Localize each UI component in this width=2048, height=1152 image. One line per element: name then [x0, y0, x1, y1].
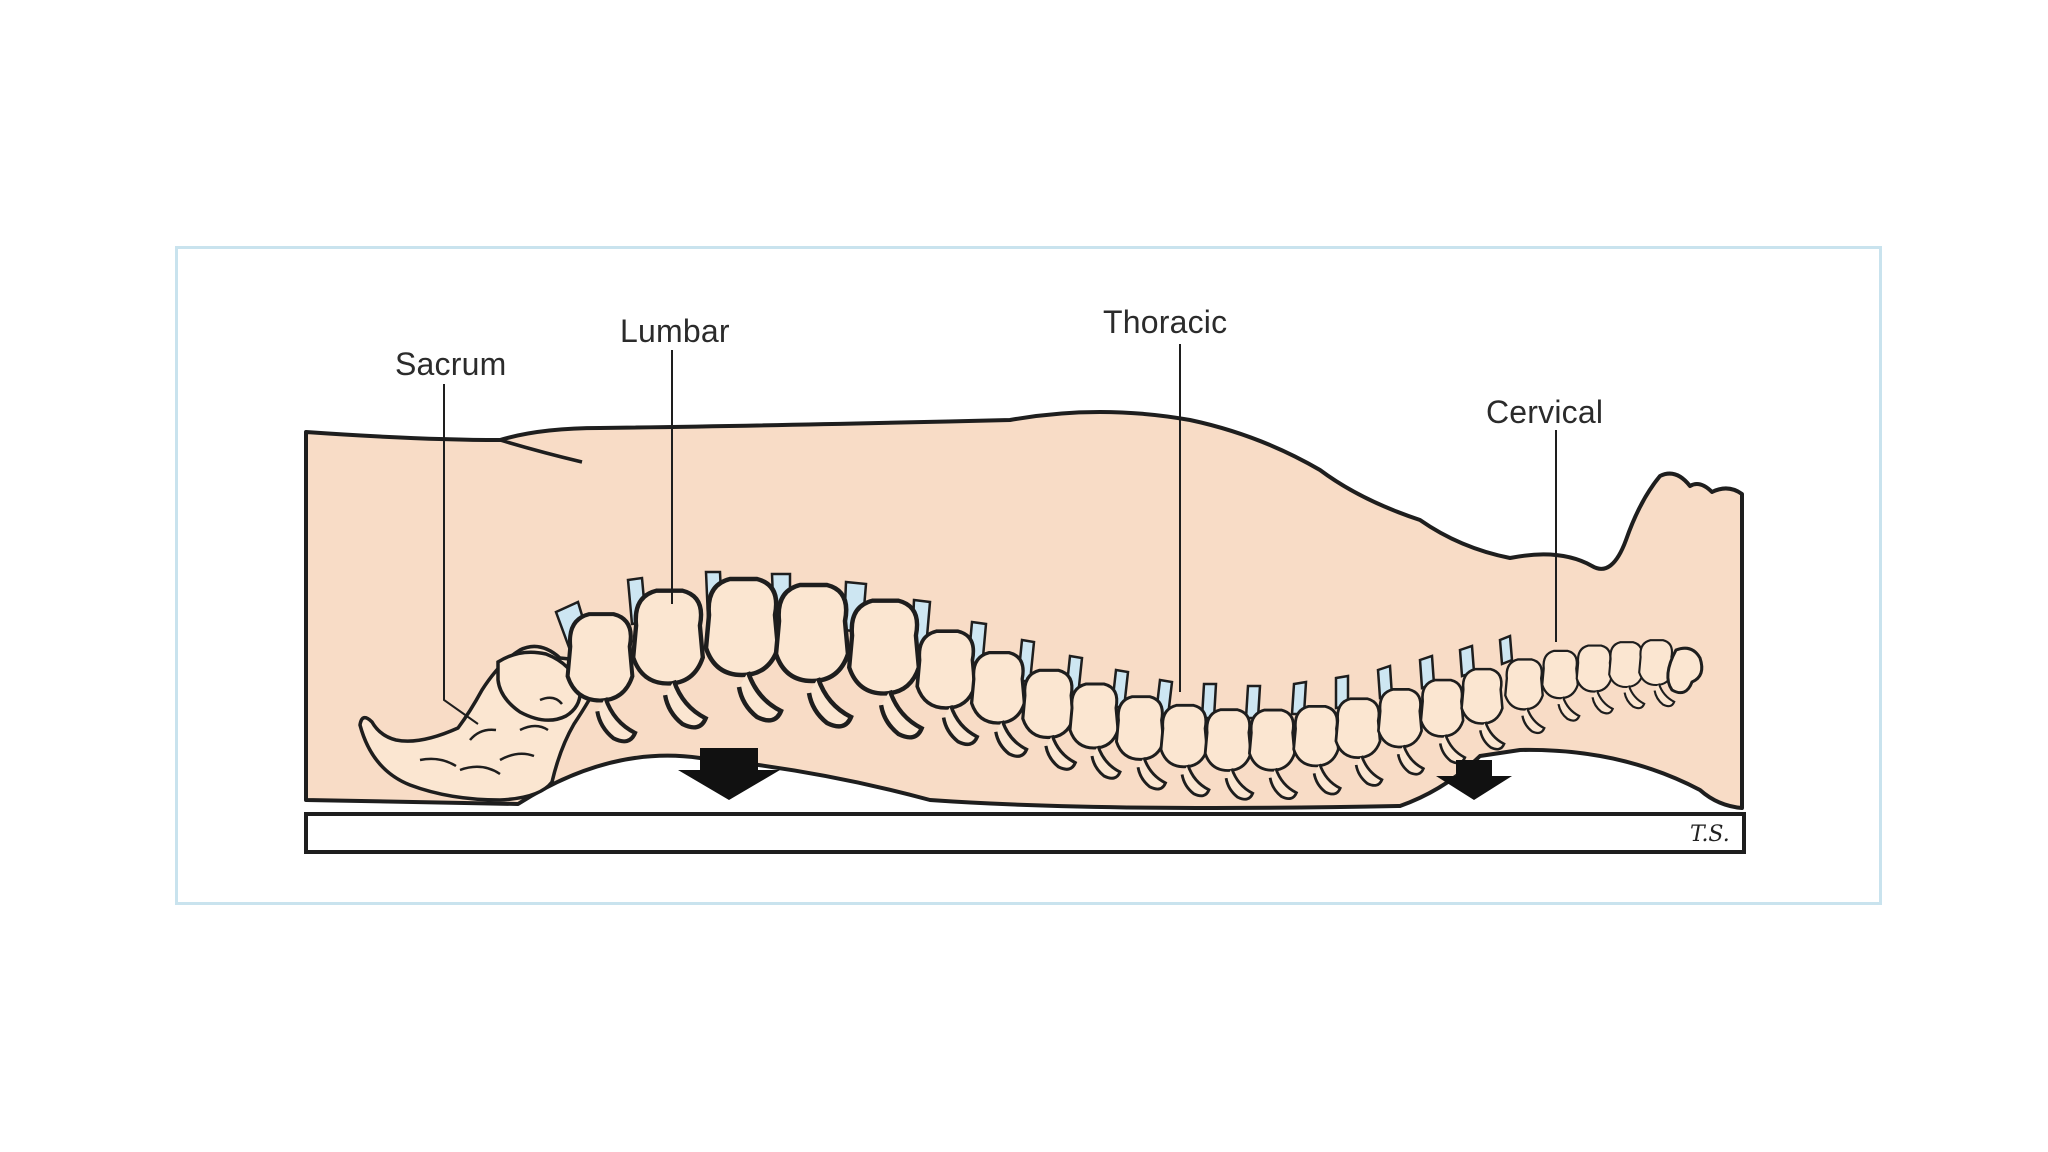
support-surface [304, 812, 1746, 854]
pressure-arrow-lumbar [678, 748, 780, 800]
label-lumbar: Lumbar [620, 313, 730, 349]
pressure-arrow-cervical [1436, 760, 1512, 800]
sacrum-details [419, 696, 563, 776]
vertebral-column [554, 570, 1704, 801]
artist-signature: T.S. [1690, 822, 1730, 847]
label-sacrum: Sacrum [395, 346, 507, 382]
label-cervical: Cervical [1486, 394, 1604, 430]
buttock-crease [499, 438, 583, 464]
leader-sacrum [443, 384, 479, 725]
label-thoracic: Thoracic [1103, 304, 1228, 340]
